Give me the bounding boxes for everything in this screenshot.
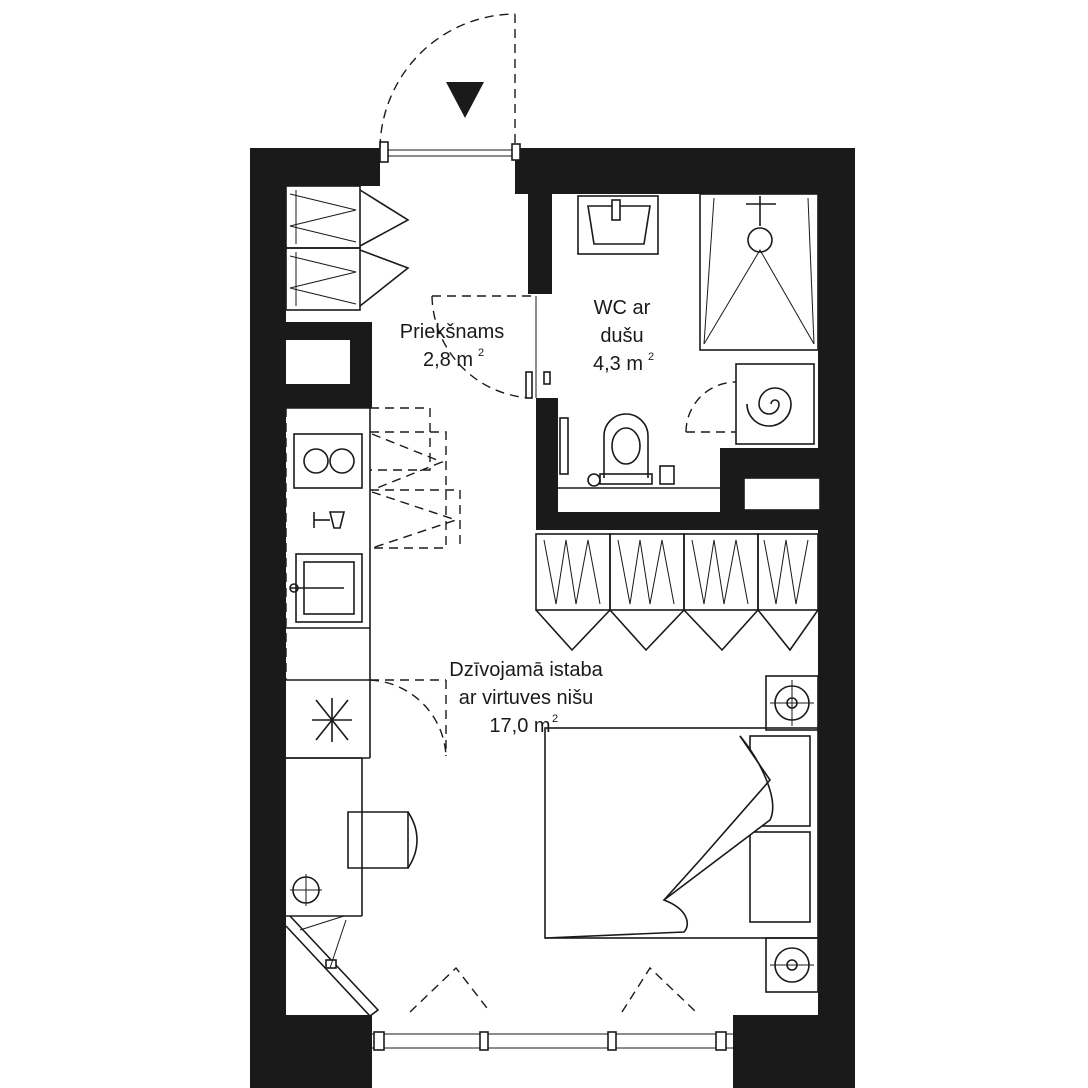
freezer-icon xyxy=(312,698,352,742)
wc-name-2: dušu xyxy=(600,325,643,347)
chair xyxy=(347,811,418,869)
hall-wardrobe xyxy=(285,185,410,311)
bed xyxy=(544,675,819,993)
hall-name: Priekšnams xyxy=(400,321,504,343)
desk xyxy=(286,757,418,917)
wc-fixtures xyxy=(558,193,819,489)
folding-door xyxy=(285,915,380,1018)
cooktop xyxy=(293,433,363,489)
wc-name-1: WC ar xyxy=(594,297,651,319)
room-wardrobes xyxy=(535,533,819,652)
wall-wc-upper xyxy=(528,186,552,294)
living-name-2: ar virtuves nišu xyxy=(459,687,594,709)
label-hall: Priekšnams 2,8 m 2 xyxy=(400,321,504,371)
hall-area: 2,8 m xyxy=(423,349,473,371)
dishwasher-icon xyxy=(313,511,346,529)
wall-wc-bottom xyxy=(536,512,730,530)
living-name-1: Dzīvojamā istaba xyxy=(449,659,603,681)
wall-bottom-right xyxy=(733,1015,855,1088)
walls xyxy=(250,148,855,1088)
wall-top-right xyxy=(515,148,855,194)
wc-area: 4,3 m xyxy=(593,353,643,375)
living-area: 17,0 m xyxy=(489,715,550,737)
washbasin xyxy=(577,195,659,255)
label-living: Dzīvojamā istaba ar virtuves nišu 17,0 m… xyxy=(449,659,603,737)
hall-door-swing xyxy=(431,295,551,399)
nightstand-top xyxy=(765,675,819,731)
living-area-sup: 2 xyxy=(552,713,558,725)
wall-bottom-left xyxy=(250,1015,372,1088)
kitchen-niche xyxy=(285,407,461,759)
label-wc: WC ar dušu 4,3 m 2 xyxy=(593,297,654,375)
entrance-door xyxy=(379,13,521,163)
toilet xyxy=(599,413,653,485)
window-bottom xyxy=(372,966,733,1051)
wall-top-left xyxy=(250,148,380,186)
wc-area-sup: 2 xyxy=(648,351,654,363)
wall-right xyxy=(818,148,855,1078)
boiler xyxy=(685,363,815,445)
wall-wc-lower xyxy=(536,398,558,530)
entrance-arrow-icon xyxy=(446,82,484,118)
nightstand-bottom xyxy=(765,937,819,993)
wall-left xyxy=(250,148,286,1078)
desk-lamp xyxy=(290,874,322,906)
shower xyxy=(699,193,819,351)
hall-area-sup: 2 xyxy=(478,347,484,359)
kitchen-sink xyxy=(289,553,363,623)
